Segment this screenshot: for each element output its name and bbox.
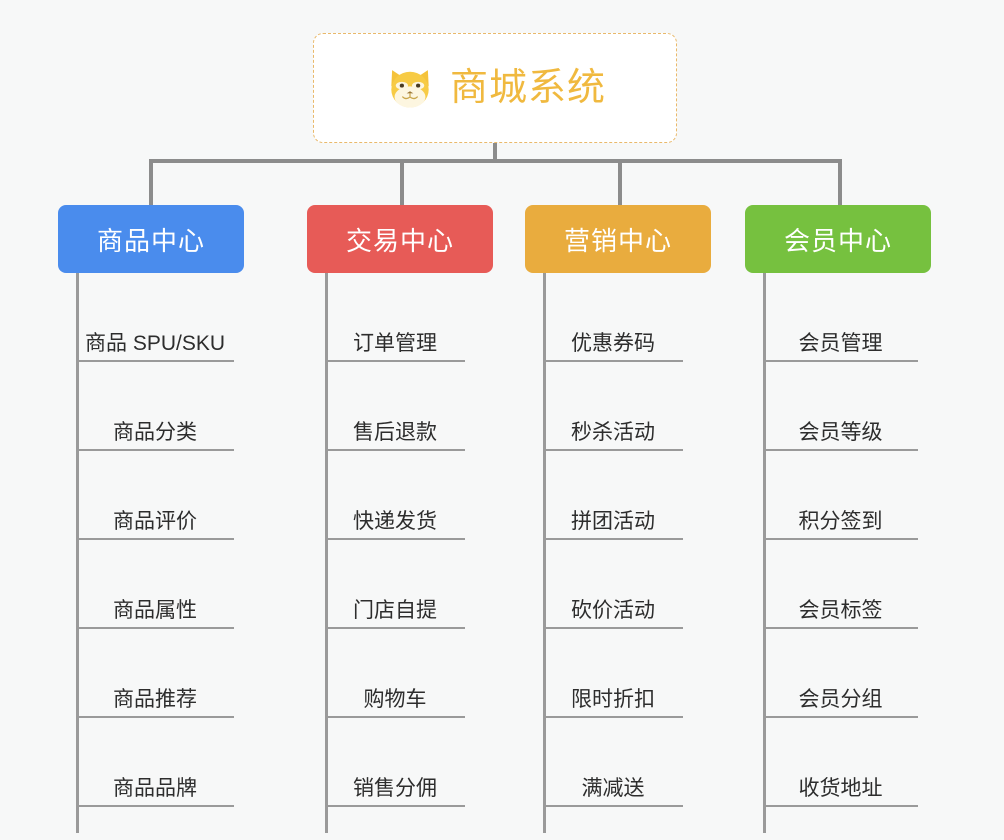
category-label-1: 商品中心 xyxy=(96,225,205,256)
connector-drop-4 xyxy=(838,159,842,205)
list-item[interactable]: 订单管理 xyxy=(325,273,465,362)
list-item[interactable]: 快递发货 xyxy=(325,451,465,540)
connector-drop-3 xyxy=(618,159,622,205)
item-label: 限时折扣 xyxy=(571,687,655,711)
column-spine-3 xyxy=(543,273,546,833)
column-spine-1 xyxy=(76,273,79,833)
column-product-center: 商品中心 商品 SPU/SKU 商品分类 商品评价 商品属性 商品推荐 商品品牌 xyxy=(58,205,244,833)
item-label: 优惠券码 xyxy=(571,331,655,355)
connector-bus-bar xyxy=(149,159,842,163)
list-item[interactable]: 商品属性 xyxy=(76,540,234,629)
item-label: 订单管理 xyxy=(353,331,437,355)
list-item[interactable]: 满减送 xyxy=(543,718,683,807)
item-list-4: 会员管理 会员等级 积分签到 会员标签 会员分组 收货地址 xyxy=(763,273,918,807)
list-item[interactable]: 商品分类 xyxy=(76,362,234,451)
item-list-2: 订单管理 售后退款 快递发货 门店自提 购物车 销售分佣 xyxy=(325,273,465,807)
item-list-3: 优惠券码 秒杀活动 拼团活动 砍价活动 限时折扣 满减送 xyxy=(543,273,683,807)
item-list-1: 商品 SPU/SKU 商品分类 商品评价 商品属性 商品推荐 商品品牌 xyxy=(76,273,234,807)
list-item[interactable]: 商品评价 xyxy=(76,451,234,540)
item-label: 拼团活动 xyxy=(571,509,655,533)
category-header-2[interactable]: 交易中心 xyxy=(307,205,493,273)
item-label: 会员管理 xyxy=(798,331,883,355)
category-label-4: 会员中心 xyxy=(783,225,892,256)
list-item[interactable]: 售后退款 xyxy=(325,362,465,451)
category-header-3[interactable]: 营销中心 xyxy=(525,205,711,273)
root-node[interactable]: 商城系统 xyxy=(313,33,677,143)
list-item[interactable]: 拼团活动 xyxy=(543,451,683,540)
list-item[interactable]: 会员标签 xyxy=(763,540,918,629)
list-item[interactable]: 收货地址 xyxy=(763,718,918,807)
list-item[interactable]: 购物车 xyxy=(325,629,465,718)
item-label: 会员等级 xyxy=(798,420,883,444)
connector-drop-1 xyxy=(149,159,153,205)
item-label: 满减送 xyxy=(581,776,645,800)
list-item[interactable]: 商品品牌 xyxy=(76,718,234,807)
item-label: 秒杀活动 xyxy=(571,420,655,444)
column-spine-4 xyxy=(763,273,766,833)
item-label: 购物车 xyxy=(363,687,427,711)
category-header-1[interactable]: 商品中心 xyxy=(58,205,244,273)
list-item[interactable]: 会员等级 xyxy=(763,362,918,451)
item-label: 商品推荐 xyxy=(113,687,197,711)
shiba-dog-face-icon xyxy=(391,70,429,110)
list-item[interactable]: 商品推荐 xyxy=(76,629,234,718)
column-member-center: 会员中心 会员管理 会员等级 积分签到 会员标签 会员分组 收货地址 xyxy=(745,205,931,833)
list-item[interactable]: 会员管理 xyxy=(763,273,918,362)
list-item[interactable]: 秒杀活动 xyxy=(543,362,683,451)
list-item[interactable]: 商品 SPU/SKU xyxy=(76,273,234,362)
column-spine-2 xyxy=(325,273,328,833)
item-label: 会员分组 xyxy=(798,687,883,711)
list-item[interactable]: 销售分佣 xyxy=(325,718,465,807)
list-item[interactable]: 限时折扣 xyxy=(543,629,683,718)
item-label: 商品 SPU/SKU xyxy=(84,331,226,355)
item-label: 商品品牌 xyxy=(113,776,197,800)
column-trade-center: 交易中心 订单管理 售后退款 快递发货 门店自提 购物车 销售分佣 xyxy=(307,205,493,833)
category-label-3: 营销中心 xyxy=(563,225,672,256)
item-label: 商品属性 xyxy=(113,598,197,622)
connector-root-stem xyxy=(493,143,497,162)
column-marketing-center: 营销中心 优惠券码 秒杀活动 拼团活动 砍价活动 限时折扣 满减送 xyxy=(525,205,711,833)
item-label: 会员标签 xyxy=(798,598,883,622)
root-title: 商城系统 xyxy=(449,67,606,109)
list-item[interactable]: 门店自提 xyxy=(325,540,465,629)
list-item[interactable]: 砍价活动 xyxy=(543,540,683,629)
item-label: 砍价活动 xyxy=(571,598,655,622)
connector-drop-2 xyxy=(400,159,404,205)
item-label: 积分签到 xyxy=(798,509,883,533)
item-label: 收货地址 xyxy=(798,776,883,800)
item-label: 门店自提 xyxy=(353,598,437,622)
list-item[interactable]: 优惠券码 xyxy=(543,273,683,362)
category-label-2: 交易中心 xyxy=(345,225,454,256)
category-header-4[interactable]: 会员中心 xyxy=(745,205,931,273)
item-label: 销售分佣 xyxy=(353,776,437,800)
list-item[interactable]: 会员分组 xyxy=(763,629,918,718)
item-label: 售后退款 xyxy=(353,420,437,444)
item-label: 商品分类 xyxy=(113,420,197,444)
list-item[interactable]: 积分签到 xyxy=(763,451,918,540)
item-label: 快递发货 xyxy=(353,509,437,533)
item-label: 商品评价 xyxy=(113,509,197,533)
